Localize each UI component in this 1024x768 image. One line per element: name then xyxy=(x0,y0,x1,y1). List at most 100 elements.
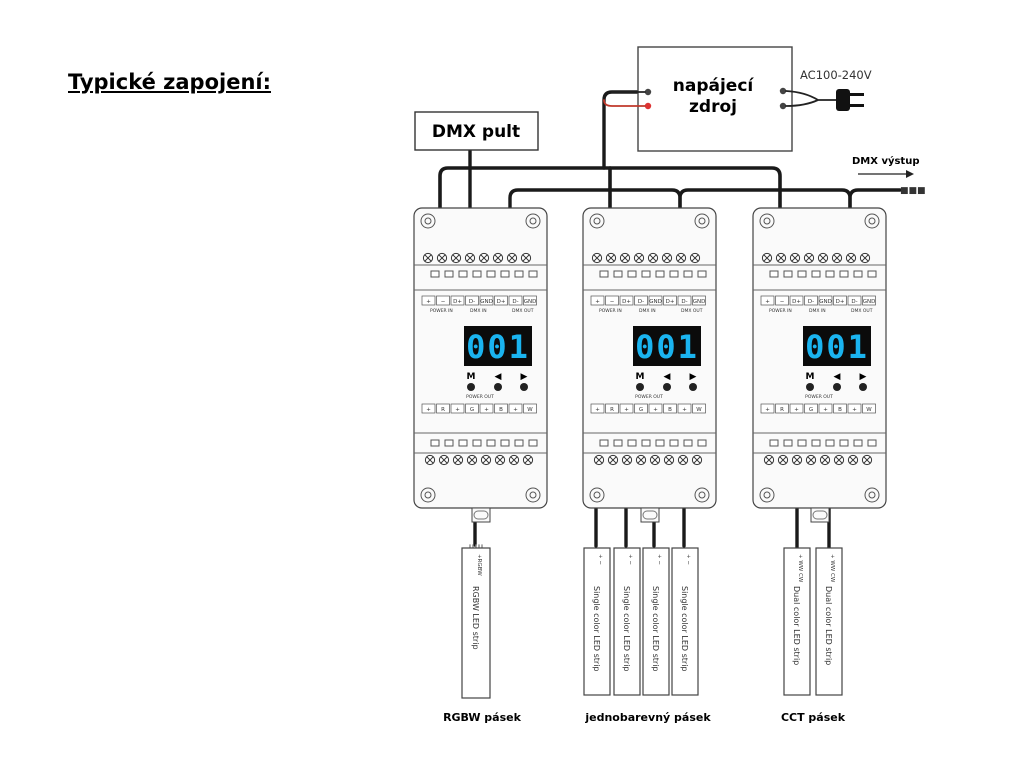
terminal-label-box xyxy=(818,403,833,414)
screw-terminal xyxy=(422,252,434,264)
terminal-label-box xyxy=(523,403,537,414)
terminal-slot xyxy=(697,270,707,278)
button-label: ▶ xyxy=(690,372,697,382)
terminal-slot xyxy=(769,270,779,278)
terminal-label-box xyxy=(663,295,677,306)
terminal-group-label: DMX IN xyxy=(809,308,826,314)
terminal-slot xyxy=(500,270,510,278)
connector-dots: ■■■ xyxy=(900,186,926,196)
terminal-group-label: DMX OUT xyxy=(851,308,873,314)
screw-terminal xyxy=(761,252,773,264)
display-readout: 001 xyxy=(466,328,530,366)
terminal-label-box xyxy=(465,403,479,414)
terminal-label-box xyxy=(508,403,523,414)
plug-pin xyxy=(850,93,864,96)
terminal-label-box xyxy=(634,295,648,306)
terminal-label: D- xyxy=(808,299,814,305)
terminal-slot xyxy=(486,439,496,447)
display-readout: 001 xyxy=(805,328,869,366)
screw-terminal xyxy=(661,252,673,264)
led-strip-pins: + − xyxy=(627,554,633,565)
wire xyxy=(603,99,646,107)
led-strip-label: Single color LED strip xyxy=(622,586,631,672)
terminal-label-box xyxy=(436,295,450,306)
terminal-slot xyxy=(797,270,807,278)
terminal-label: D- xyxy=(469,299,475,305)
screw-terminal xyxy=(607,454,619,466)
led-strip: + − Single color LED strip xyxy=(613,547,641,696)
terminal-slot xyxy=(839,439,849,447)
screw-terminal xyxy=(819,454,831,466)
terminal-dot xyxy=(779,87,787,95)
terminal-label-box xyxy=(634,403,648,414)
strip-caption: RGBW pásek xyxy=(443,711,522,724)
led-display xyxy=(803,326,871,366)
button-label: M xyxy=(806,372,815,382)
led-display xyxy=(464,326,532,366)
screw-terminal xyxy=(763,454,775,466)
led-strip: + −Single color LED strip xyxy=(642,547,670,696)
terminal-slot xyxy=(669,439,679,447)
screw-terminal xyxy=(466,454,478,466)
screw-terminal xyxy=(520,252,532,264)
led-strip: + −Single color LED strip xyxy=(671,547,699,696)
terminal-slot xyxy=(797,439,807,447)
display-readout: 001 xyxy=(635,328,699,366)
terminal-label: D+ xyxy=(497,299,506,305)
terminal-label: + xyxy=(653,407,658,413)
terminal-label-box xyxy=(479,403,494,414)
terminal-label: D+ xyxy=(836,299,845,305)
terminal-label-box xyxy=(663,403,677,414)
terminal-label: − xyxy=(441,299,446,305)
terminal-label: D- xyxy=(681,299,687,305)
terminal-label: + xyxy=(765,299,770,305)
terminal-dot xyxy=(644,88,652,96)
terminal-label: G xyxy=(809,407,813,413)
screw-terminal xyxy=(633,252,645,264)
terminal-slot xyxy=(811,439,821,447)
power-supply-label: napájecí xyxy=(673,76,755,96)
terminal-label-box xyxy=(818,295,833,306)
led-strip-pins: + WW CW xyxy=(797,554,803,583)
terminal-slot xyxy=(627,439,637,447)
terminal-label-box xyxy=(605,403,619,414)
terminal-label: R xyxy=(780,407,784,413)
terminal-label-box xyxy=(590,403,605,414)
terminal-label-box xyxy=(677,403,692,414)
terminal-slot xyxy=(472,439,482,447)
screw-terminal xyxy=(803,252,815,264)
screw-terminal xyxy=(647,252,659,264)
strip-caption: CCT pásek xyxy=(781,711,846,724)
screw-terminal xyxy=(791,454,803,466)
terminal-slot xyxy=(613,439,623,447)
terminal-slot xyxy=(514,270,524,278)
terminal-slot xyxy=(839,270,849,278)
page-title: Typické zapojení: xyxy=(68,70,271,94)
terminal-label: D- xyxy=(638,299,644,305)
terminal-label-box xyxy=(450,295,465,306)
terminal-slot xyxy=(825,270,835,278)
terminal-label: + xyxy=(513,407,518,413)
dmx-output-label: DMX výstup xyxy=(852,155,920,167)
screw-terminal xyxy=(663,454,675,466)
terminal-slot xyxy=(825,439,835,447)
terminal-label: + xyxy=(484,407,489,413)
terminal-label: D- xyxy=(512,299,518,305)
button-label: ▶ xyxy=(521,372,528,382)
button-label: M xyxy=(636,372,645,382)
dmx-console-box xyxy=(414,111,539,151)
terminal-label: + xyxy=(455,407,460,413)
screw-terminal xyxy=(619,252,631,264)
terminal-label: + xyxy=(765,407,770,413)
terminal-slot xyxy=(683,270,693,278)
led-strip-label: Dual color LED strip xyxy=(824,586,833,665)
screw-terminal xyxy=(452,454,464,466)
screw-terminal xyxy=(494,454,506,466)
screw-terminal xyxy=(845,252,857,264)
led-strip-label: Single color LED strip xyxy=(680,586,689,672)
power-out-label: POWER OUT xyxy=(635,394,663,400)
terminal-slot xyxy=(783,270,793,278)
button-label: ▶ xyxy=(860,372,867,382)
